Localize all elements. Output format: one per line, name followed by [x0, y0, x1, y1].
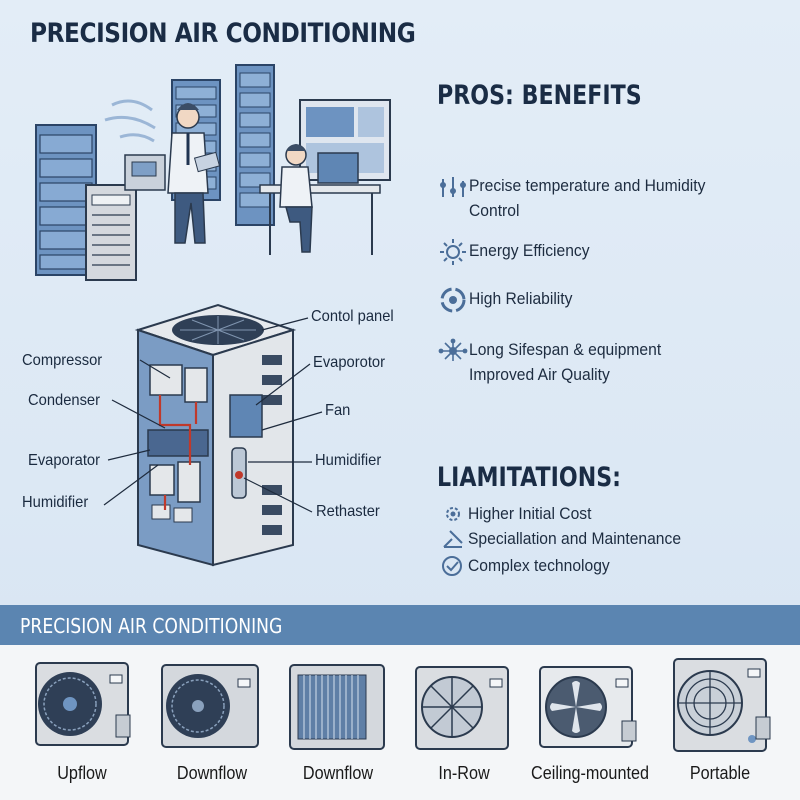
unit-type-upflow: Upflow: [22, 645, 142, 783]
unit-type-ceiling-mounted: Ceiling-mounted: [530, 645, 650, 783]
tools-icon: [443, 530, 463, 548]
limitation-item: Higher Initial Cost: [440, 502, 602, 526]
benefit-text: High Reliability: [469, 289, 573, 308]
outdoor-unit-icon: [161, 664, 259, 748]
unit-types-row: Upflow Downflow Downflow In-Row: [0, 645, 800, 800]
unit-type-label: In-Row: [438, 763, 490, 783]
unit-front-cutaway: [137, 328, 214, 567]
benefit-text-line2: Improved Air Quality: [469, 365, 610, 384]
benefit-text: Energy Efficiency: [469, 241, 590, 260]
benefit-item: High Reliability: [437, 286, 767, 314]
limitation-item: Complex technology: [440, 554, 622, 578]
label-humidifier-left: Humidifier: [22, 494, 89, 511]
label-compressor: Compressor: [22, 352, 103, 369]
limitations-heading: LIAMITATIONS:: [437, 462, 622, 493]
limitation-text: Speciallation and Maintenance: [468, 529, 682, 548]
sliders-icon: [440, 177, 466, 197]
control-console: [124, 154, 166, 191]
gauge-icon: [440, 287, 466, 313]
operator-at-desk: [259, 144, 381, 255]
callout-lines: [103, 317, 323, 513]
label-control-panel: Contol panel: [311, 308, 394, 325]
coil-unit-icon: [289, 664, 385, 750]
benefit-text: Precise temperature and Humidity: [469, 176, 706, 195]
sun-icon: [440, 239, 466, 265]
unit-side-panel: [212, 328, 294, 567]
unit-type-label: Upflow: [57, 763, 107, 783]
unit-type-portable: Portable: [660, 645, 780, 783]
server-rack-tall: [235, 64, 275, 226]
unit-type-label: Portable: [689, 763, 751, 783]
technician-standing: [167, 103, 221, 244]
outdoor-unit-icon: [539, 666, 637, 748]
ac-unit-cutaway-diagram: [103, 303, 323, 567]
benefit-text-line2: Control: [469, 201, 520, 220]
unit-type-downflow-2: Downflow: [278, 645, 398, 783]
label-fan: Fan: [325, 402, 351, 419]
label-evaporator-left: Evaporator: [28, 452, 101, 469]
label-evaporator-right: Evaporotor: [313, 354, 386, 371]
benefit-text: Long Sifespan & equipment: [469, 340, 662, 359]
limitation-item: Speciallation and Maintenance: [440, 527, 700, 551]
unit-type-label: Ceiling-mounted: [531, 763, 649, 783]
unit-type-in-row: In-Row: [404, 645, 524, 783]
label-reheater: Rethaster: [316, 503, 380, 520]
label-condenser: Condenser: [28, 392, 101, 409]
benefit-item: Energy Efficiency: [437, 238, 767, 266]
gear-icon: [446, 507, 460, 521]
server-room-illustration: [35, 64, 391, 281]
limitation-text: Higher Initial Cost: [468, 504, 592, 523]
precision-ac-unit-small: [85, 184, 137, 281]
page-title: PRECISION AIR CONDITIONING: [30, 18, 416, 49]
types-heading: PRECISION AIR CONDITIONING: [20, 614, 283, 638]
unit-type-label: Downflow: [302, 763, 374, 783]
outdoor-unit-icon: [35, 662, 131, 746]
unit-type-label: Downflow: [176, 763, 248, 783]
air-flow-lines: [104, 99, 156, 143]
check-circle-icon: [442, 556, 462, 576]
outdoor-unit-icon: [415, 666, 509, 750]
pros-heading: PROS: BENEFITS: [437, 80, 642, 111]
types-banner: PRECISION AIR CONDITIONING: [0, 605, 800, 645]
limitation-text: Complex technology: [468, 556, 610, 575]
label-humidifier-right: Humidifier: [315, 452, 382, 469]
outdoor-unit-icon: [673, 658, 771, 752]
unit-type-downflow: Downflow: [152, 645, 272, 783]
network-icon: [438, 338, 468, 361]
